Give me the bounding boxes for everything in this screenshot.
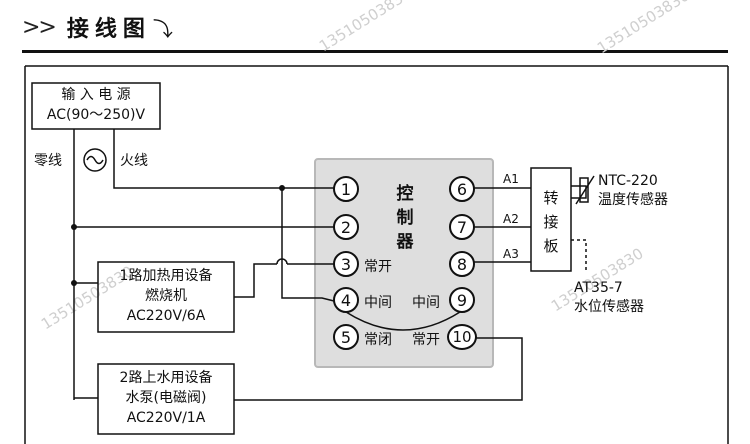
device2-box: 2路上水用设备 水泵(电磁阀) AC220V/1A	[119, 370, 213, 426]
device2-box-outline	[97, 363, 235, 435]
terminal-6: 6	[449, 176, 475, 202]
t9-label: 中间	[412, 295, 440, 311]
t5-label: 常闭	[364, 332, 392, 348]
terminal-8: 8	[449, 251, 475, 277]
junction-dot	[71, 280, 77, 286]
ac-wave	[86, 155, 104, 165]
page-title: 接线图	[66, 17, 151, 42]
t3-label: 常开	[364, 259, 392, 275]
terminal-2: 2	[333, 214, 359, 240]
terminal-4: 4	[333, 287, 359, 313]
power-title: 输 入 电 源	[61, 87, 131, 103]
terminal-7: 7	[449, 214, 475, 240]
terminal-10: 10	[447, 324, 477, 350]
power-box: 输 入 电 源 AC(90～250)V	[32, 85, 160, 125]
junction-dot	[279, 185, 285, 191]
device1-box-outline	[97, 261, 235, 333]
header-rule	[22, 50, 728, 53]
power-box-outline	[31, 82, 161, 130]
adapter-label: 转 接 板	[543, 189, 559, 255]
corner-arrow-icon: ⤵	[152, 16, 173, 41]
a1-label: A1	[503, 172, 519, 186]
ntc-wire	[571, 185, 587, 199]
neutral-label: 零线	[34, 153, 62, 169]
controller-label: 控 制 器	[396, 184, 414, 252]
adapter-box-outline	[530, 167, 572, 272]
live-to-t1-wire	[113, 129, 334, 189]
t4-t9-link	[345, 311, 461, 331]
a2-label: A2	[503, 212, 519, 226]
live-to-t4-wire	[281, 188, 335, 302]
ntc-sensor-label: NTC-220 温度传感器	[598, 173, 668, 208]
t10-label: 常开	[412, 332, 440, 348]
ac-symbol	[83, 148, 107, 172]
ntc-sensor-body	[579, 177, 589, 203]
ntc-sensor-slash	[575, 175, 595, 205]
page-header: >> 接线图 ⤵	[22, 10, 173, 44]
t10-to-device2-wire	[234, 337, 523, 401]
device1-to-t3-wire	[234, 263, 277, 298]
terminal-3: 3	[333, 251, 359, 277]
terminal-1: 1	[333, 176, 359, 202]
junction-dot	[71, 224, 77, 230]
t4-label: 中间	[364, 295, 392, 311]
device1-box: 1路加热用设备 燃烧机 AC220V/6A	[119, 268, 213, 324]
live-label: 火线	[120, 153, 148, 169]
at-sensor-label: AT35-7 水位传感器	[574, 280, 644, 315]
terminal-5: 5	[333, 324, 359, 350]
terminal-9: 9	[449, 287, 475, 313]
a3-label: A3	[503, 247, 519, 261]
power-voltage: AC(90～250)V	[46, 107, 146, 123]
at-sensor-wire	[571, 239, 587, 272]
chevron-icon: >>	[22, 14, 57, 40]
wire-hop	[276, 258, 288, 265]
